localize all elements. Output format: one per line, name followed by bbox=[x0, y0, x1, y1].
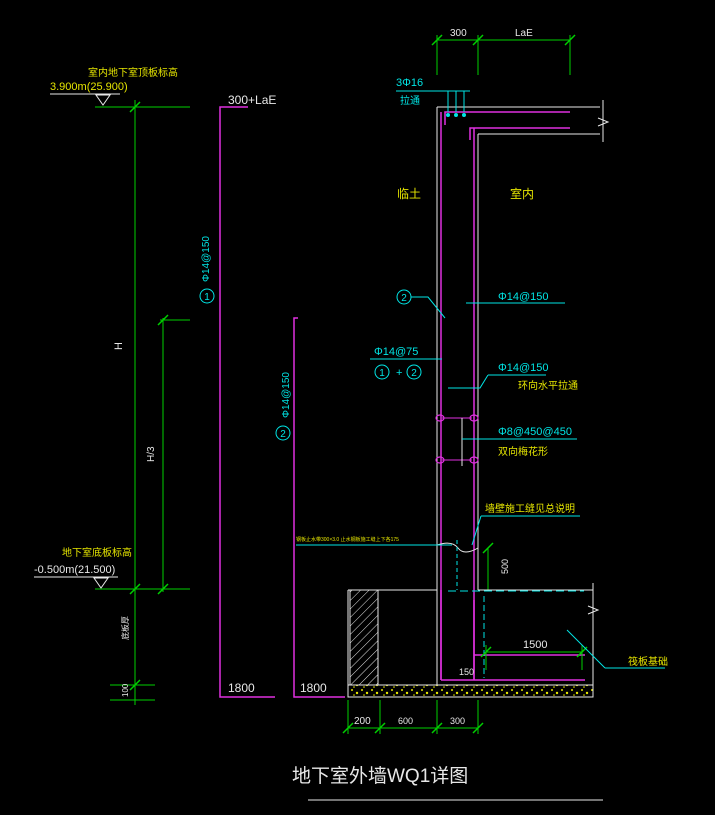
horizontal-bars-note: 环向水平拉通 bbox=[518, 379, 578, 392]
footing-thickness-label: 底板厚 bbox=[120, 616, 130, 640]
top-wall-dim: 300 bbox=[450, 28, 467, 39]
top-bars-note: 拉通 bbox=[400, 94, 420, 107]
height-third-label: H/3 bbox=[146, 446, 157, 462]
top-slab bbox=[437, 100, 610, 142]
bottom-elevation-marker: 地下室底板标高 -0.500m(21.500) bbox=[34, 546, 132, 589]
height-third-dimension: H/3 bbox=[146, 314, 190, 595]
bottom-200-label: 200 bbox=[354, 716, 371, 727]
footing-100-label: 100 bbox=[121, 683, 130, 697]
top-lae-dim: LaE bbox=[515, 28, 533, 39]
wall-section bbox=[435, 107, 479, 685]
tie-bars-note: 双向梅花形 bbox=[498, 445, 548, 458]
outer-75-spec: Φ14@75 bbox=[374, 346, 418, 358]
callout-2-group: 2 bbox=[396, 289, 446, 319]
bar-2-callout bbox=[275, 425, 291, 441]
bar-1-top-length: 300+LaE bbox=[228, 93, 276, 107]
top-bars-annotation: 3Φ16 拉通 bbox=[396, 77, 470, 117]
construction-joint-note: 墙壁施工缝见总说明 bbox=[485, 502, 575, 515]
horizontal-bars-spec: Φ14@150 bbox=[498, 362, 549, 374]
bar-1-bottom-length: 1800 bbox=[228, 681, 255, 695]
outer-combo-a: 1 bbox=[379, 368, 385, 379]
bottom-600-label: 600 bbox=[398, 716, 413, 726]
bar-1-diagram: 300+LaE 1800 1 Φ14@150 bbox=[199, 93, 276, 698]
construction-joint-annotation: 墙壁施工缝见总说明 bbox=[471, 502, 580, 546]
indoor-side-label: 室内 bbox=[510, 186, 534, 201]
bar-1-num: 1 bbox=[204, 292, 210, 303]
raft-foundation bbox=[347, 583, 600, 698]
bar-1-callout bbox=[199, 288, 215, 304]
horizontal-bars-annotation: Φ14@150 环向水平拉通 bbox=[448, 362, 578, 392]
bottom-dimension: 200 600 300 bbox=[342, 700, 484, 734]
top-elevation-value: 3.900m(25.900) bbox=[50, 81, 128, 93]
bottom-elevation-label: 地下室底板标高 bbox=[62, 546, 132, 559]
footing-1500-dimension: 1500 150 bbox=[459, 639, 588, 677]
tie-bars-spec: Φ8@450@450 bbox=[498, 426, 572, 438]
tie-bars-annotation: Φ8@450@450 双向梅花形 bbox=[462, 426, 577, 458]
soil-side-label: 临土 bbox=[397, 187, 421, 201]
callout-2-label: 2 bbox=[401, 293, 407, 304]
height-dimension: H 底板厚 100 bbox=[110, 100, 155, 705]
bar-2-num: 2 bbox=[280, 429, 286, 440]
top-bars-spec: 3Φ16 bbox=[396, 77, 423, 89]
waterstop-note: 钢板止水带300×3.0 止水钢板施工缝上下各175 bbox=[296, 536, 399, 543]
brick-wall-hatch bbox=[349, 589, 379, 686]
footing-150-label: 150 bbox=[459, 667, 474, 677]
top-dimension: 300 LaE bbox=[431, 28, 576, 75]
outer-combo-b: 2 bbox=[411, 368, 417, 379]
bar-2-bottom-length: 1800 bbox=[300, 681, 327, 695]
outer-combo-plus: + bbox=[396, 367, 402, 379]
inner-vertical-annotation: Φ14@150 bbox=[466, 291, 565, 304]
waterstop-annotation: 钢板止水带300×3.0 止水钢板施工缝上下各175 500 bbox=[296, 536, 510, 590]
bottom-elevation-value: -0.500m(21.500) bbox=[34, 564, 115, 576]
bar-2-diagram: 1800 2 Φ14@150 bbox=[275, 317, 345, 698]
bottom-300-label: 300 bbox=[450, 716, 465, 726]
waterstop-height: 500 bbox=[500, 559, 510, 574]
raft-label: 筏板基础 bbox=[628, 655, 668, 668]
bar-1-spec: Φ14@150 bbox=[201, 236, 212, 282]
top-elevation-label: 室内地下室顶板标高 bbox=[88, 66, 178, 79]
gravel-cushion bbox=[347, 684, 594, 698]
top-elevation-marker: 室内地下室顶板标高 3.900m(25.900) bbox=[50, 66, 178, 106]
drawing-title: 地下室外墙WQ1详图 bbox=[292, 765, 468, 787]
raft-label-group: 筏板基础 bbox=[566, 629, 668, 669]
outer-75-annotation: Φ14@75 1 + 2 bbox=[370, 346, 442, 380]
height-label: H bbox=[113, 342, 125, 350]
inner-vertical-spec: Φ14@150 bbox=[498, 291, 549, 303]
footing-1500-label: 1500 bbox=[523, 639, 547, 651]
bar-2-spec: Φ14@150 bbox=[281, 372, 292, 418]
